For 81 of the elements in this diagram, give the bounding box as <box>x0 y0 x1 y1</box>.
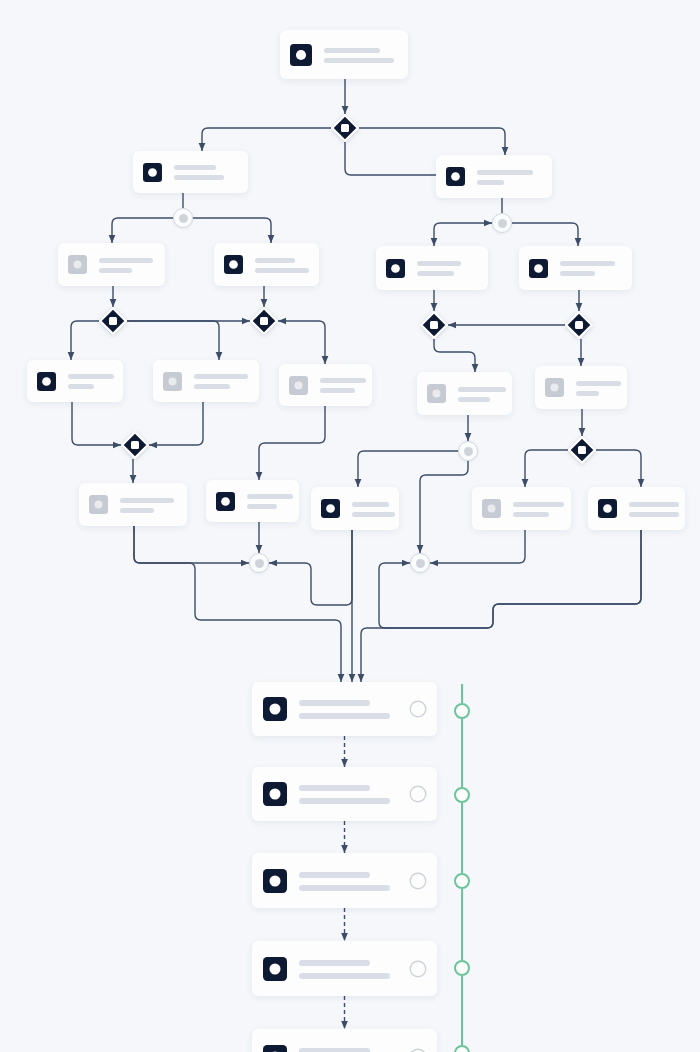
process-card <box>588 487 685 530</box>
arrow <box>464 414 472 442</box>
junction-circle <box>492 213 512 233</box>
arrow <box>67 320 100 361</box>
timeline-line <box>461 683 463 704</box>
arrow <box>255 405 326 481</box>
process-card <box>436 155 552 198</box>
timeline-line <box>461 888 463 961</box>
decision-diamond <box>568 436 596 464</box>
arrow <box>430 289 438 312</box>
process-card <box>133 151 248 193</box>
arrow <box>430 219 493 247</box>
arrow <box>447 321 566 329</box>
process-card <box>252 941 437 996</box>
arrow <box>521 449 569 488</box>
arrow <box>341 995 348 1030</box>
arrow <box>341 907 348 942</box>
arrow <box>126 320 223 361</box>
arrow <box>255 521 263 554</box>
arrow <box>268 529 353 606</box>
arrow <box>341 820 348 854</box>
process-card <box>214 243 319 286</box>
arrow <box>192 217 275 244</box>
timeline-line <box>461 802 463 874</box>
decision-diamond <box>420 311 448 339</box>
process-card <box>206 480 299 522</box>
arrow <box>109 285 117 308</box>
connector-line <box>344 141 437 176</box>
process-card <box>519 246 632 290</box>
arrow <box>433 338 479 373</box>
arrow <box>511 222 582 247</box>
arrow <box>260 285 268 308</box>
arrow <box>148 401 204 449</box>
arrow <box>71 401 122 449</box>
arrow <box>578 408 586 437</box>
process-card <box>58 243 165 286</box>
process-card <box>79 483 187 526</box>
process-card <box>279 364 372 406</box>
decision-diamond <box>331 114 359 142</box>
arrow <box>341 78 349 115</box>
arrow <box>416 460 469 554</box>
junction-circle <box>410 553 430 573</box>
process-card <box>417 372 512 415</box>
arrow <box>378 529 642 629</box>
process-card <box>472 487 571 530</box>
process-card <box>535 366 627 409</box>
process-card <box>280 30 408 79</box>
arrow <box>358 127 509 156</box>
arrow <box>108 217 174 244</box>
process-card <box>376 246 488 290</box>
timeline-node <box>454 787 470 803</box>
timeline-line <box>461 975 463 1046</box>
arrow <box>575 289 583 312</box>
junction-circle <box>249 553 269 573</box>
decision-diamond <box>250 307 278 335</box>
process-card <box>252 767 437 821</box>
process-card <box>27 360 123 402</box>
timeline-node <box>454 703 470 719</box>
connector-line <box>182 192 184 209</box>
arrow <box>277 317 329 365</box>
process-card <box>252 682 437 736</box>
decision-diamond <box>121 431 149 459</box>
process-card <box>153 360 259 402</box>
arrow <box>341 735 348 768</box>
connector-line <box>501 197 503 214</box>
decision-diamond <box>565 311 593 339</box>
process-card <box>311 487 399 530</box>
arrow <box>198 127 332 152</box>
timeline-node <box>454 873 470 889</box>
junction-circle <box>173 208 193 228</box>
process-card <box>252 853 437 908</box>
timeline-line <box>461 718 463 788</box>
arrow <box>133 525 345 683</box>
junction-circle <box>458 441 478 461</box>
arrow <box>354 450 459 488</box>
arrow <box>129 458 137 484</box>
timeline-node <box>454 960 470 976</box>
arrow <box>577 338 585 367</box>
arrow <box>595 449 645 488</box>
arrow <box>429 529 526 567</box>
decision-diamond <box>99 307 127 335</box>
